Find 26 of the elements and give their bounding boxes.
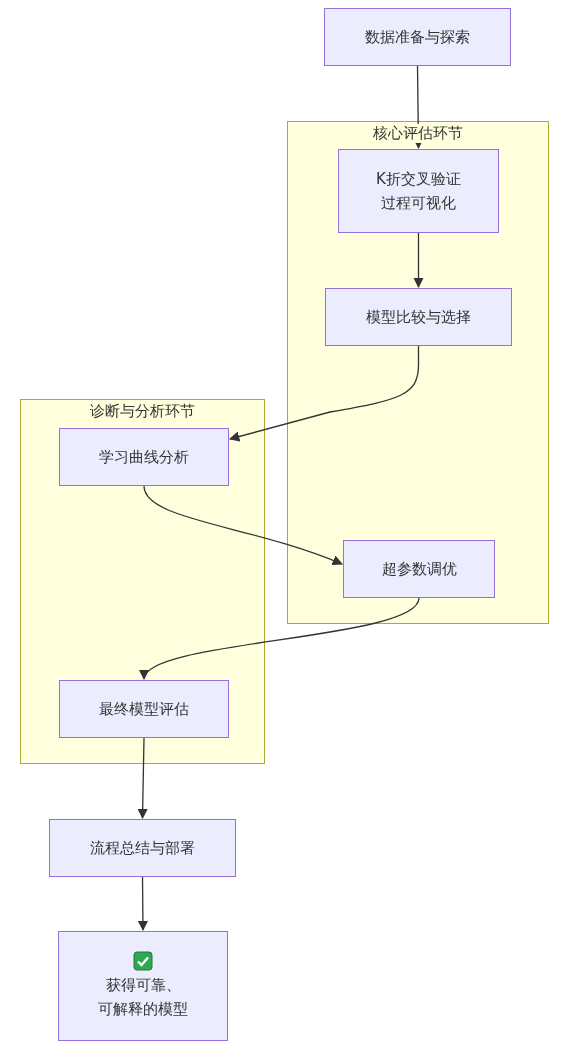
process-box: [325, 288, 512, 346]
box-label: 最终模型评估: [99, 699, 189, 720]
process-box: [59, 428, 229, 486]
box-label: 超参数调优: [381, 559, 457, 580]
box-label: 学习曲线分析: [99, 447, 189, 468]
process-box: [338, 149, 499, 233]
group-title: 诊断与分析环节: [87, 402, 198, 421]
process-box: [59, 680, 229, 738]
box-label: 数据准备与探索: [365, 27, 470, 48]
box-label: 获得可靠、可解释的模型: [97, 975, 189, 1020]
box-label: K折交叉验证过程可视化: [375, 169, 462, 214]
group-title: 核心评估环节: [370, 124, 466, 143]
box-label: 模型比较与选择: [366, 307, 471, 328]
arrow: [137, 737, 148, 820]
box-label: 流程总结与部署: [90, 838, 195, 859]
process-box: [324, 8, 511, 66]
arrow: [413, 232, 424, 289]
process-box: [49, 819, 236, 877]
arrow: [137, 876, 149, 932]
process-box: [343, 540, 495, 598]
arrow: [413, 65, 424, 150]
group-container: [20, 399, 265, 764]
process-box: [58, 931, 228, 1041]
group-container: [287, 121, 549, 624]
arrow: [143, 485, 343, 566]
arrow: [229, 345, 420, 442]
